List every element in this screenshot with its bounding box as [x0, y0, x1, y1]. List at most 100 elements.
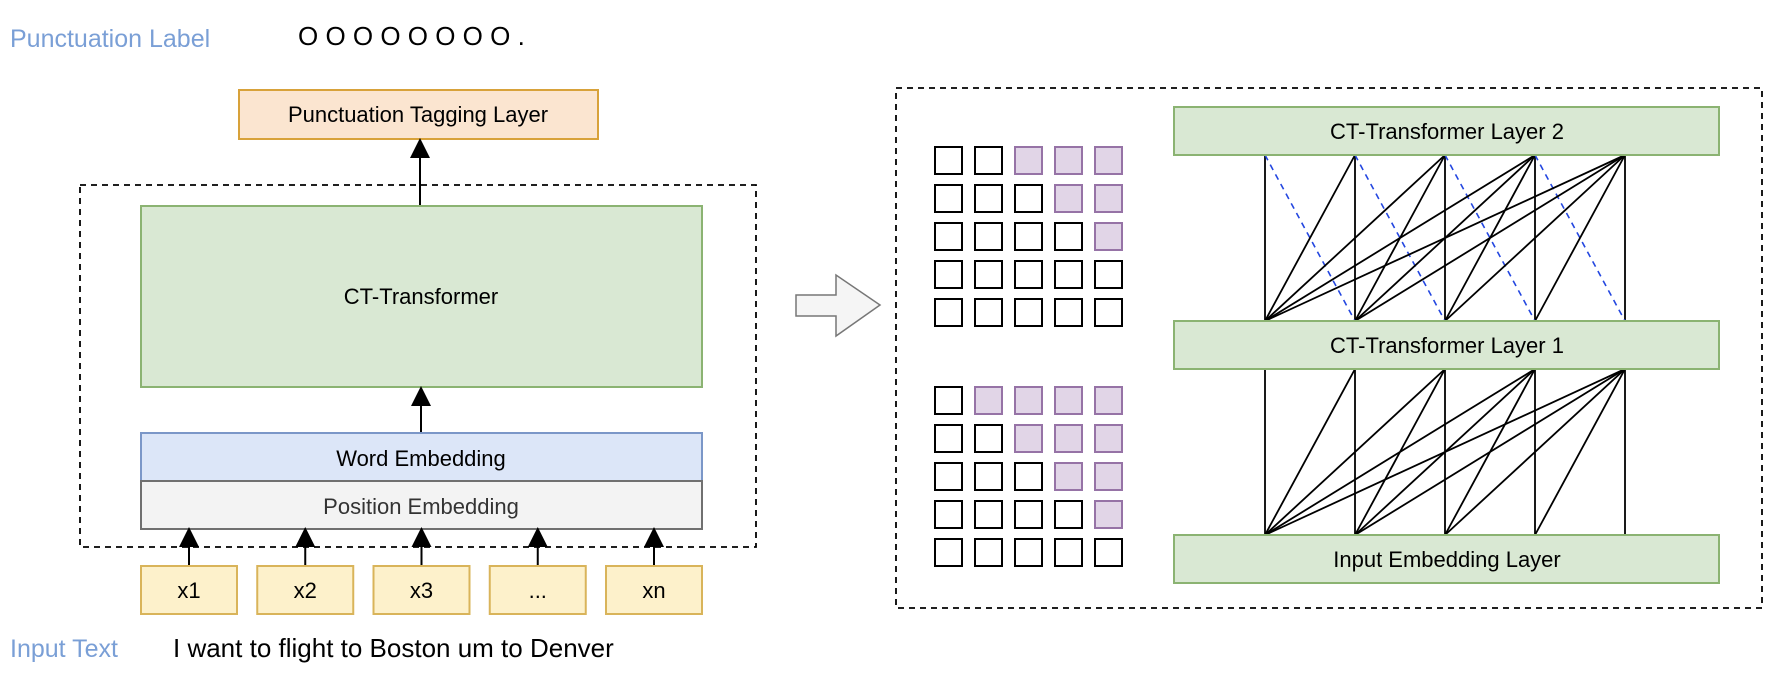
attention-connection — [1264, 368, 1536, 536]
masked-connection — [1444, 154, 1536, 322]
masked-connection — [1354, 154, 1446, 322]
token-box — [605, 565, 703, 615]
mask-cell — [1054, 146, 1083, 175]
punctuation-tagging-layer-box — [238, 89, 599, 140]
mask-cell — [1094, 222, 1123, 251]
mask-cell — [974, 500, 1003, 529]
mask-cell — [974, 386, 1003, 415]
mask-cell — [1014, 146, 1043, 175]
ct-transformer-layer1-box — [1173, 320, 1720, 370]
input-embedding-layer-label: Input Embedding Layer — [1333, 547, 1561, 572]
right-model-container — [895, 87, 1763, 609]
token-label: x2 — [294, 578, 317, 603]
attention-connection — [1444, 154, 1626, 322]
mask-cell — [1014, 538, 1043, 567]
mask-cell — [974, 424, 1003, 453]
mask-cell — [1094, 260, 1123, 289]
mask-cell — [1054, 184, 1083, 213]
mask-cell — [1094, 424, 1123, 453]
mask-cell — [1054, 222, 1083, 251]
attention-connection — [1264, 154, 1356, 322]
mask-cell — [974, 146, 1003, 175]
masked-connection — [1264, 154, 1356, 322]
ct-transformer-layer2-box — [1173, 106, 1720, 156]
mask-cell — [934, 222, 963, 251]
attention-connection — [1534, 154, 1626, 322]
punctuation-tagging-layer-label: Punctuation Tagging Layer — [288, 102, 548, 127]
mask-cell — [1014, 222, 1043, 251]
mask-cell — [1094, 462, 1123, 491]
mask-cell — [974, 184, 1003, 213]
attention-connection — [1264, 154, 1446, 322]
mask-cell — [1094, 500, 1123, 529]
mask-cell — [934, 424, 963, 453]
input-text-caption: Input Text — [10, 635, 118, 663]
mask-cell — [1054, 386, 1083, 415]
attention-connection — [1264, 368, 1446, 536]
left-model-container — [79, 184, 757, 548]
ct-transformer-label: CT-Transformer — [344, 284, 498, 309]
attention-connection — [1444, 368, 1626, 536]
attention-connection — [1264, 368, 1356, 536]
mask-cell — [974, 222, 1003, 251]
mask-cell — [1014, 462, 1043, 491]
ct-transformer-layer2-label: CT-Transformer Layer 2 — [1330, 119, 1564, 144]
mask-cell — [1054, 538, 1083, 567]
token-box — [140, 565, 238, 615]
mask-cell — [934, 386, 963, 415]
mask-cell — [1094, 298, 1123, 327]
attention-connection — [1264, 154, 1626, 322]
mask-cell — [1054, 298, 1083, 327]
token-box — [256, 565, 355, 615]
punctuation-label-caption: Punctuation Label — [10, 25, 210, 53]
mask-cell — [1054, 462, 1083, 491]
mask-cell — [934, 184, 963, 213]
mask-cell — [934, 260, 963, 289]
token-label: ... — [529, 578, 547, 603]
mask-cell — [1014, 260, 1043, 289]
mask-cell — [1094, 386, 1123, 415]
attention-connection — [1264, 154, 1536, 322]
token-box — [372, 565, 471, 615]
mask-cell — [1094, 538, 1123, 567]
layer-connections — [1264, 154, 1626, 536]
input-embedding-layer-box — [1173, 534, 1720, 584]
attention-masks — [934, 146, 1123, 567]
mask-cell — [1094, 184, 1123, 213]
token-label: x1 — [177, 578, 200, 603]
word-embedding-box — [140, 432, 703, 482]
attention-connection — [1354, 154, 1626, 322]
mask-cell — [1094, 146, 1123, 175]
mask-cell — [1014, 500, 1043, 529]
mask-cell — [974, 260, 1003, 289]
mask-cell — [934, 500, 963, 529]
mask-cell — [1014, 424, 1043, 453]
mask-cell — [974, 298, 1003, 327]
mask-cell — [934, 462, 963, 491]
expand-arrow-icon — [795, 273, 882, 338]
attention-connection — [1534, 368, 1626, 536]
mask-cell — [934, 298, 963, 327]
mask-cell — [974, 538, 1003, 567]
attention-connection — [1264, 368, 1626, 536]
mask-cell — [1054, 424, 1083, 453]
mask-cell — [1054, 500, 1083, 529]
input-text-value: I want to flight to Boston um to Denver — [173, 633, 614, 663]
mask-cell — [934, 538, 963, 567]
mask-cell — [1014, 386, 1043, 415]
position-embedding-label: Position Embedding — [323, 494, 519, 519]
mask-cell — [1014, 298, 1043, 327]
token-label: x3 — [410, 578, 433, 603]
punctuation-label-value: O O O O O O O O . — [298, 21, 525, 51]
mask-cell — [1054, 260, 1083, 289]
mask-cell — [1014, 184, 1043, 213]
position-embedding-box — [140, 480, 703, 530]
token-box — [488, 565, 587, 615]
ct-transformer-layer1-label: CT-Transformer Layer 1 — [1330, 333, 1564, 358]
mask-cell — [934, 146, 963, 175]
attention-connection — [1354, 368, 1626, 536]
masked-connection — [1534, 154, 1626, 322]
mask-cell — [974, 462, 1003, 491]
